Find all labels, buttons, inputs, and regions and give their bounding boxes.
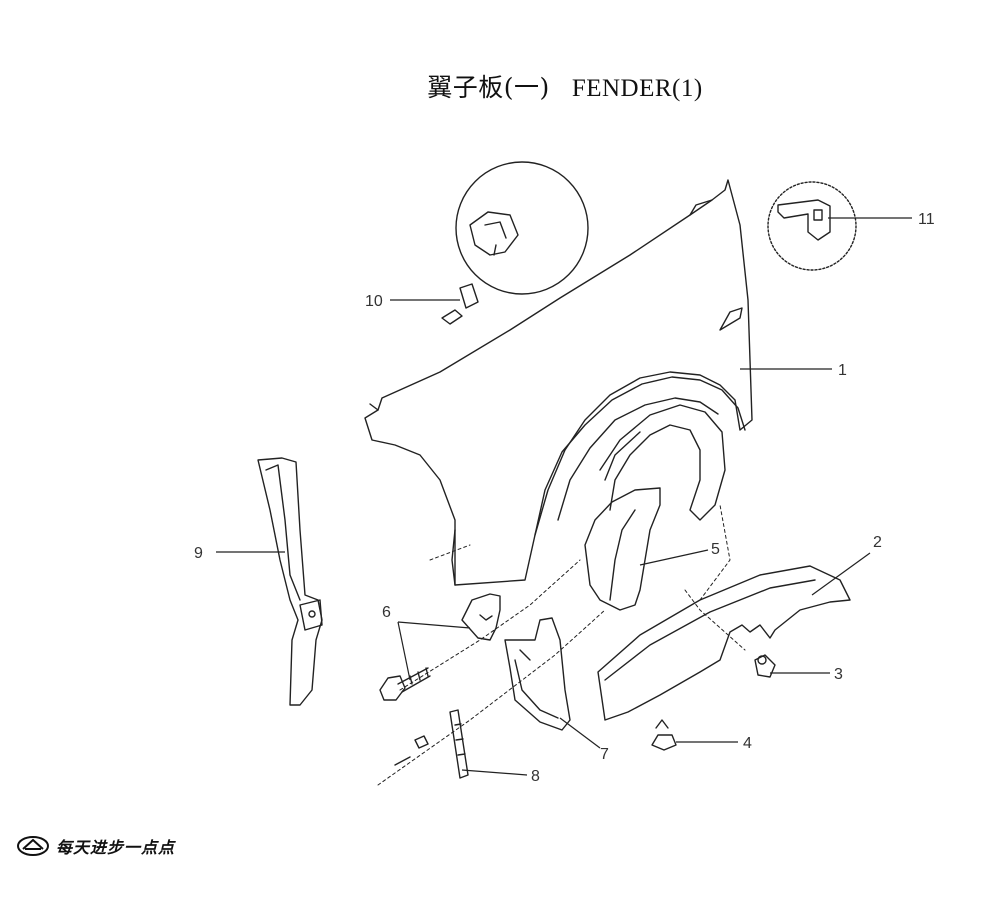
title-en: FENDER(1): [571, 75, 703, 102]
clip-part-4: [651, 719, 677, 751]
inner-liner: [584, 404, 726, 611]
brand-logo-icon: [17, 836, 49, 856]
title-cn: 翼子板(一): [427, 73, 550, 102]
clip-part-3: [754, 654, 776, 678]
callout-6: 6: [382, 604, 391, 621]
detail-circle-right: [767, 181, 857, 271]
callout-8: 8: [531, 768, 540, 785]
splash-shield: [597, 565, 851, 721]
assembly-lines: [377, 504, 746, 786]
detail-circle-left: [455, 161, 589, 295]
footer-slogan: 每天进步一点点: [56, 838, 176, 857]
footer: 每天进步一点点: [16, 832, 175, 860]
callout-9: 9: [194, 545, 203, 562]
detail-bracket-right: [777, 199, 831, 241]
callout-11: 11: [918, 211, 935, 228]
diagram-title: 翼子板(一) FENDER(1): [0, 68, 1000, 104]
pillar-bracket: [257, 457, 323, 706]
callout-4: 4: [743, 735, 752, 752]
callout-7: 7: [600, 746, 609, 763]
bracket-and-bolt: [379, 593, 501, 701]
callout-2: 2: [873, 534, 882, 551]
leader-lines: [216, 217, 912, 776]
fender-panel: [364, 179, 753, 586]
callout-3: 3: [834, 666, 843, 683]
detail-clip-left: [469, 211, 519, 256]
clip-part-10: [441, 283, 479, 325]
mud-flap: [504, 617, 571, 731]
callout-10: 10: [365, 293, 383, 310]
callout-1: 1: [838, 362, 847, 379]
fixing-strip: [394, 709, 469, 779]
callout-5: 5: [711, 541, 720, 558]
